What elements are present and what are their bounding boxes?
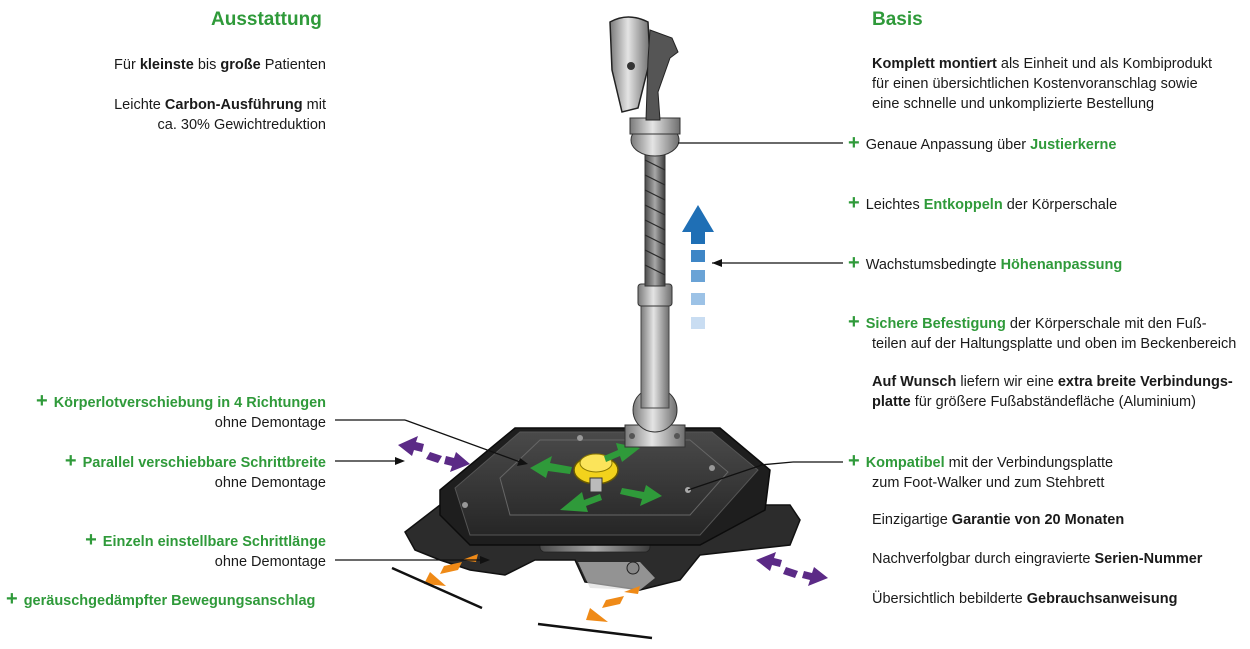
plus-icon: + <box>848 192 860 214</box>
left-text-carbon: Leichte Carbon-Ausführung mit ca. 30% Ge… <box>114 97 326 133</box>
base-plate <box>439 427 771 546</box>
plus-icon: + <box>36 390 48 412</box>
right-text-montiert: Komplett montiert als Einheit und als Ko… <box>872 56 1213 112</box>
left-feature-anschlag: +geräuschgedämpfter Bewegungsanschlag <box>6 588 316 610</box>
right-text-garantie: Einzigartige Garantie von 20 Monaten <box>872 512 1125 528</box>
plus-icon: + <box>848 311 860 333</box>
plus-icon: + <box>848 252 860 274</box>
right-text-seriennummer: Nachverfolgbar durch eingravierte Serien… <box>872 551 1203 567</box>
plus-icon: + <box>64 450 77 472</box>
top-handle <box>609 16 679 121</box>
left-text-patients: Für kleinste bis große Patienten <box>114 57 326 73</box>
plus-icon: + <box>848 132 860 154</box>
left-feature-schrittlaenge: +Einzeln einstellbare Schrittlänge ohne … <box>85 529 326 570</box>
plus-icon: + <box>848 450 860 472</box>
right-feature-hoehenanpassung: +Wachstumsbedingte Höhenanpassung <box>848 252 1123 274</box>
right-text-gebrauchsanweisung: Übersichtlich bebilderte Gebrauchsanweis… <box>872 591 1178 607</box>
purple-arrows-left <box>398 436 470 472</box>
right-feature-justierkerne: +Genaue Anpassung über Justierkerne <box>848 132 1117 154</box>
adjustment-knob <box>573 453 619 493</box>
right-feature-befestigung: +Sichere Befestigung der Körperschale mi… <box>848 311 1237 352</box>
plus-icon: + <box>85 529 97 551</box>
four-direction-arrows <box>530 443 662 512</box>
right-text-verbindungsplatte: Auf Wunsch liefern wir eine extra breite… <box>872 374 1233 410</box>
purple-arrows-right <box>756 552 828 586</box>
leader-lines <box>335 142 843 561</box>
right-heading: Basis <box>872 9 923 30</box>
left-feature-koerperlot: +Körperlotverschiebung in 4 Richtungen o… <box>36 390 326 431</box>
plus-icon: + <box>6 588 18 610</box>
orange-arrows-bottom <box>586 586 640 622</box>
right-feature-kompatibel: +Kompatibel mit der Verbindungsplatte zu… <box>848 450 1114 491</box>
left-feature-schrittbreite: +Parallel verschiebbare Schrittbreite oh… <box>64 450 326 491</box>
right-feature-entkoppeln: +Leichtes Entkoppeln der Körperschale <box>848 192 1118 214</box>
height-arrow <box>682 205 714 329</box>
left-heading: Ausstattung <box>211 9 322 30</box>
column <box>624 117 686 448</box>
